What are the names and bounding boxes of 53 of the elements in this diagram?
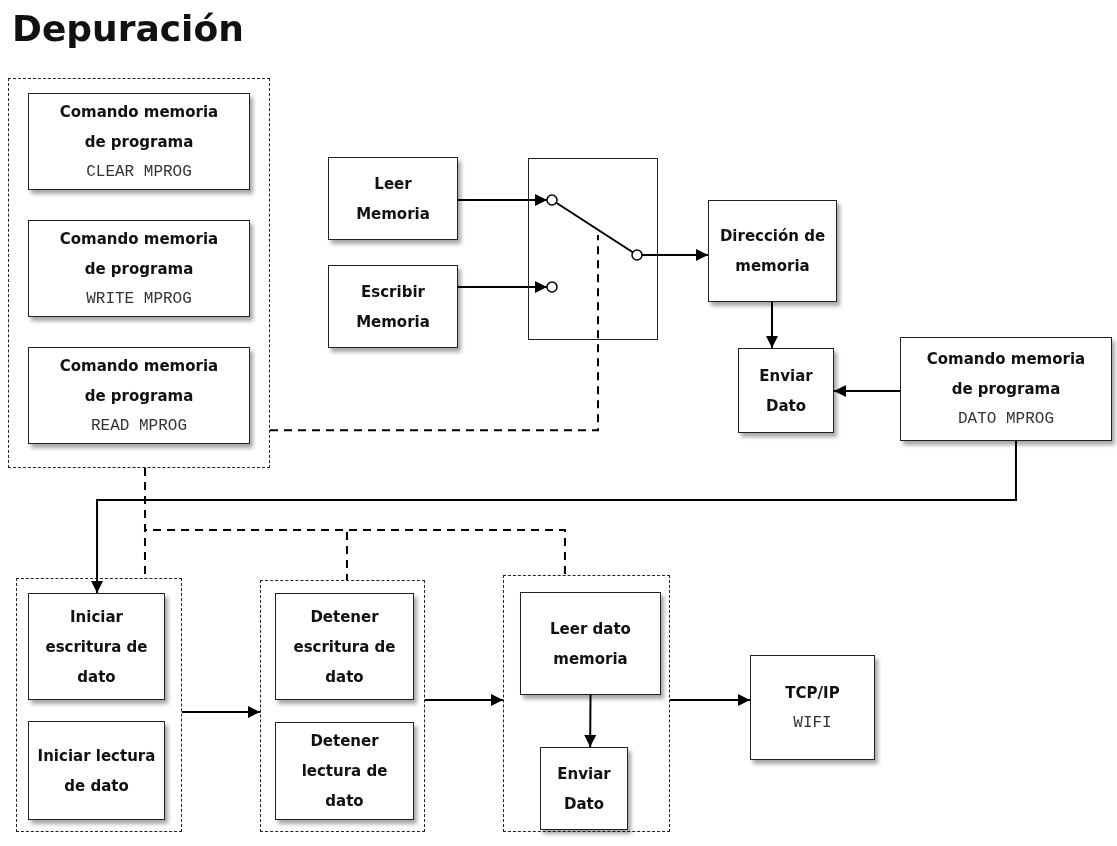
diagram-title: Depuración	[12, 8, 244, 49]
arrow	[424, 693, 504, 706]
box-label: Detener lectura de dato	[300, 731, 389, 812]
process-box	[900, 337, 1112, 441]
process-box	[540, 747, 628, 830]
dashed-connector	[269, 234, 599, 432]
box-label: Leer dato memoria	[549, 618, 632, 670]
command-code: WIFI	[793, 712, 832, 734]
box-label: TCP/IP	[784, 682, 841, 704]
command-code: READ MPROG	[91, 415, 187, 437]
box-label: Dirección de memoria	[718, 226, 827, 277]
command-code: DATO MPROG	[958, 409, 1054, 430]
arrow	[584, 694, 597, 748]
box-label: Escribir Memoria	[355, 281, 431, 333]
arrow	[457, 281, 548, 293]
command-code: WRITE MPROG	[86, 288, 192, 310]
process-box	[28, 93, 250, 190]
dashed-group-box	[16, 578, 182, 832]
box-label: Enviar Dato	[556, 763, 612, 815]
dashed-connector	[144, 467, 566, 576]
box-label: Leer Memoria	[355, 173, 431, 225]
box-label: Iniciar escritura de dato	[44, 606, 149, 688]
process-box	[328, 265, 458, 348]
arrow	[766, 301, 778, 349]
dashed-group-box	[503, 575, 670, 832]
command-code: CLEAR MPROG	[86, 161, 192, 183]
process-box	[750, 655, 875, 760]
process-box	[708, 200, 837, 302]
arrow	[833, 385, 901, 397]
process-box	[275, 593, 414, 700]
process-box	[28, 347, 250, 444]
process-box	[328, 157, 458, 240]
process-box	[520, 592, 661, 695]
arrow	[457, 194, 548, 206]
box-label: Detener escritura de dato	[292, 606, 397, 688]
arrow	[641, 249, 709, 261]
dashed-group-box	[8, 78, 270, 468]
box-label: Comando memoria de programa	[58, 101, 220, 153]
arrow	[181, 706, 261, 719]
box-label: Comando memoria de programa	[58, 355, 220, 407]
process-box	[28, 220, 250, 317]
box-label: Comando memoria de programa	[925, 349, 1087, 400]
process-box	[28, 721, 165, 820]
process-box	[28, 593, 165, 700]
box-label: Enviar Dato	[758, 365, 814, 417]
arrow	[91, 440, 1017, 594]
process-box	[738, 348, 834, 433]
switch-box	[528, 158, 658, 340]
process-box	[275, 722, 414, 820]
box-label: Iniciar lectura de dato	[36, 745, 157, 797]
box-label: Comando memoria de programa	[58, 228, 220, 280]
dashed-group-box	[260, 580, 425, 832]
arrow	[669, 694, 751, 706]
